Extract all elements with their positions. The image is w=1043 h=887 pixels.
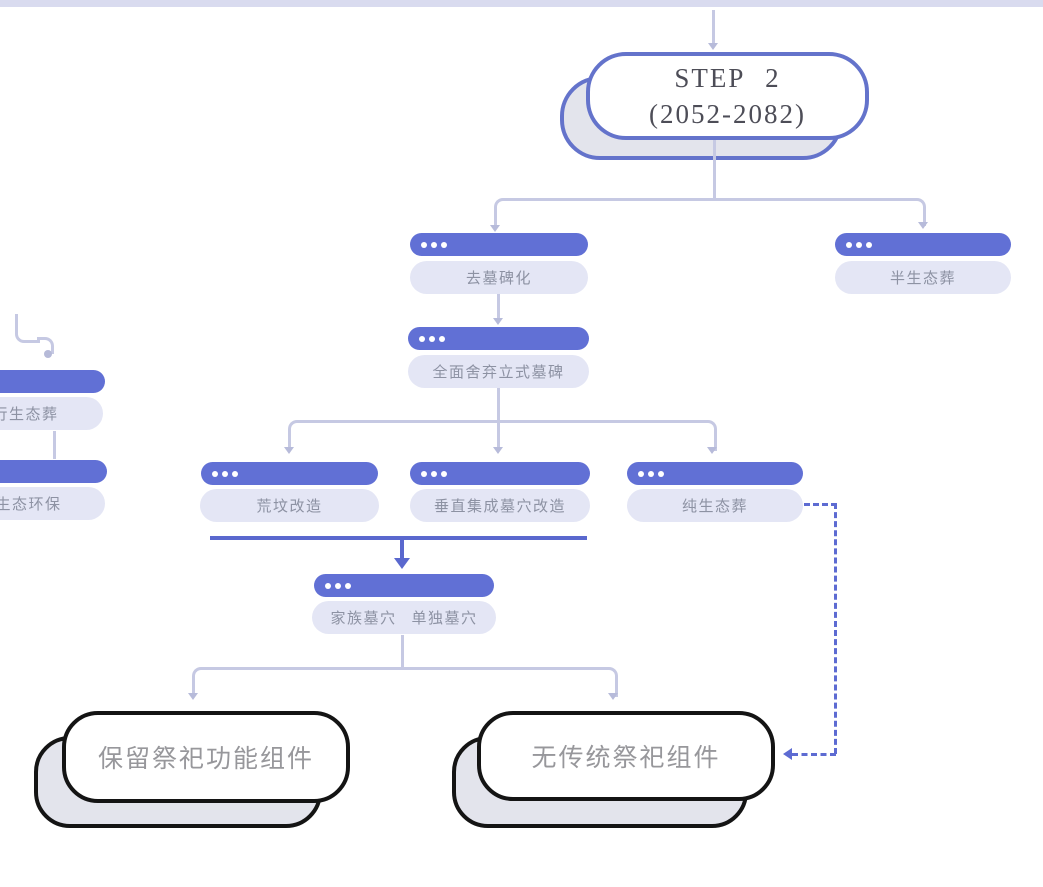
summary-line — [210, 536, 587, 540]
arrowhead-icon — [284, 447, 294, 454]
arrowhead-icon — [188, 693, 198, 700]
arrowhead-into-root-icon — [708, 43, 718, 50]
node-label: 行生态葬 — [0, 406, 59, 423]
connector-right — [401, 667, 618, 697]
node-abandon-tombstones-bar[interactable] — [408, 327, 589, 350]
node-label: 去墓碑化 — [465, 270, 532, 287]
node-label: 家族墓穴 — [330, 610, 397, 627]
connector-root-left — [494, 198, 716, 229]
connector-right — [497, 420, 717, 451]
node-de-tombstone[interactable]: 去墓碑化 — [410, 261, 588, 294]
node-vertical-grave-bar[interactable] — [410, 462, 590, 485]
ellipsis-icon — [846, 241, 872, 248]
node-label: 垂直集成墓穴改造 — [433, 498, 566, 515]
connector-root-stem — [713, 140, 716, 200]
ellipsis-icon — [419, 335, 445, 342]
terminal-keep-ritual[interactable]: 保留祭祀功能组件 — [62, 711, 350, 803]
node-abandoned-grave[interactable]: 荒坟改造 — [200, 489, 379, 522]
node-vertical-grave[interactable]: 垂直集成墓穴改造 — [410, 489, 590, 522]
node-label: 半生态葬 — [889, 270, 956, 287]
connector — [497, 294, 500, 319]
node-eco-friendly-partial[interactable]: 生态环保 — [0, 487, 105, 520]
node-eco-burial-partial[interactable]: 行生态葬 — [0, 397, 103, 430]
summary-stem — [400, 536, 404, 559]
connector-dot-icon — [44, 350, 52, 358]
top-branch-band — [0, 0, 1043, 7]
ellipsis-icon — [421, 470, 447, 477]
connector-root-right — [713, 198, 926, 226]
terminal-label: 无传统祭祀组件 — [531, 744, 721, 772]
node-pure-eco-burial[interactable]: 纯生态葬 — [627, 489, 803, 522]
dashed-connector-top — [804, 503, 837, 506]
node-abandon-tombstones[interactable]: 全面舍弃立式墓碑 — [408, 355, 589, 388]
node-pure-eco-burial-bar[interactable] — [627, 462, 803, 485]
node-label-group: 家族墓穴 单独墓穴 — [330, 607, 477, 628]
node-eco-friendly-partial-bar[interactable] — [0, 460, 107, 483]
arrowhead-icon — [918, 222, 928, 229]
ellipsis-icon — [421, 241, 447, 248]
node-label: 生态环保 — [0, 496, 62, 513]
node-grave-types[interactable]: 家族墓穴 单独墓穴 — [312, 601, 496, 634]
node-label: 单独墓穴 — [411, 610, 478, 627]
left-branch-elbow — [37, 337, 54, 354]
root-node[interactable]: STEP 2 (2052-2082) — [586, 52, 869, 140]
node-eco-burial-partial-bar[interactable] — [0, 370, 105, 393]
node-semi-eco-burial-bar[interactable] — [835, 233, 1011, 256]
node-semi-eco-burial[interactable]: 半生态葬 — [835, 261, 1011, 294]
node-label: 全面舍弃立式墓碑 — [432, 364, 565, 381]
dashed-connector-vertical — [834, 503, 837, 754]
arrowhead-icon — [707, 447, 717, 454]
connector — [53, 431, 56, 459]
connector-middle — [497, 420, 500, 448]
ellipsis-icon — [325, 582, 351, 589]
arrowhead-icon — [490, 225, 500, 232]
root-title: STEP 2 — [674, 62, 781, 93]
arrowhead-solid-icon — [394, 558, 410, 569]
arrowhead-icon — [493, 318, 503, 325]
node-grave-types-bar[interactable] — [314, 574, 494, 597]
connector-band-to-root — [712, 10, 715, 44]
connector-stem — [401, 635, 404, 668]
connector-stem — [497, 388, 500, 422]
ellipsis-icon — [638, 470, 664, 477]
ellipsis-icon — [212, 470, 238, 477]
left-branch-elbow — [15, 314, 40, 343]
terminal-label: 保留祭祀功能组件 — [97, 745, 314, 773]
connector-left — [288, 420, 502, 451]
arrowhead-icon — [608, 693, 618, 700]
node-label: 纯生态葬 — [681, 498, 748, 515]
root-subtitle: (2052-2082) — [649, 99, 806, 129]
dashed-connector-bottom — [792, 753, 836, 756]
node-de-tombstone-bar[interactable] — [410, 233, 588, 256]
node-abandoned-grave-bar[interactable] — [201, 462, 378, 485]
connector-left — [192, 667, 407, 697]
arrowhead-icon — [493, 447, 503, 454]
terminal-no-ritual[interactable]: 无传统祭祀组件 — [477, 711, 775, 801]
node-label: 荒坟改造 — [256, 498, 323, 515]
arrowhead-left-icon — [783, 748, 792, 760]
